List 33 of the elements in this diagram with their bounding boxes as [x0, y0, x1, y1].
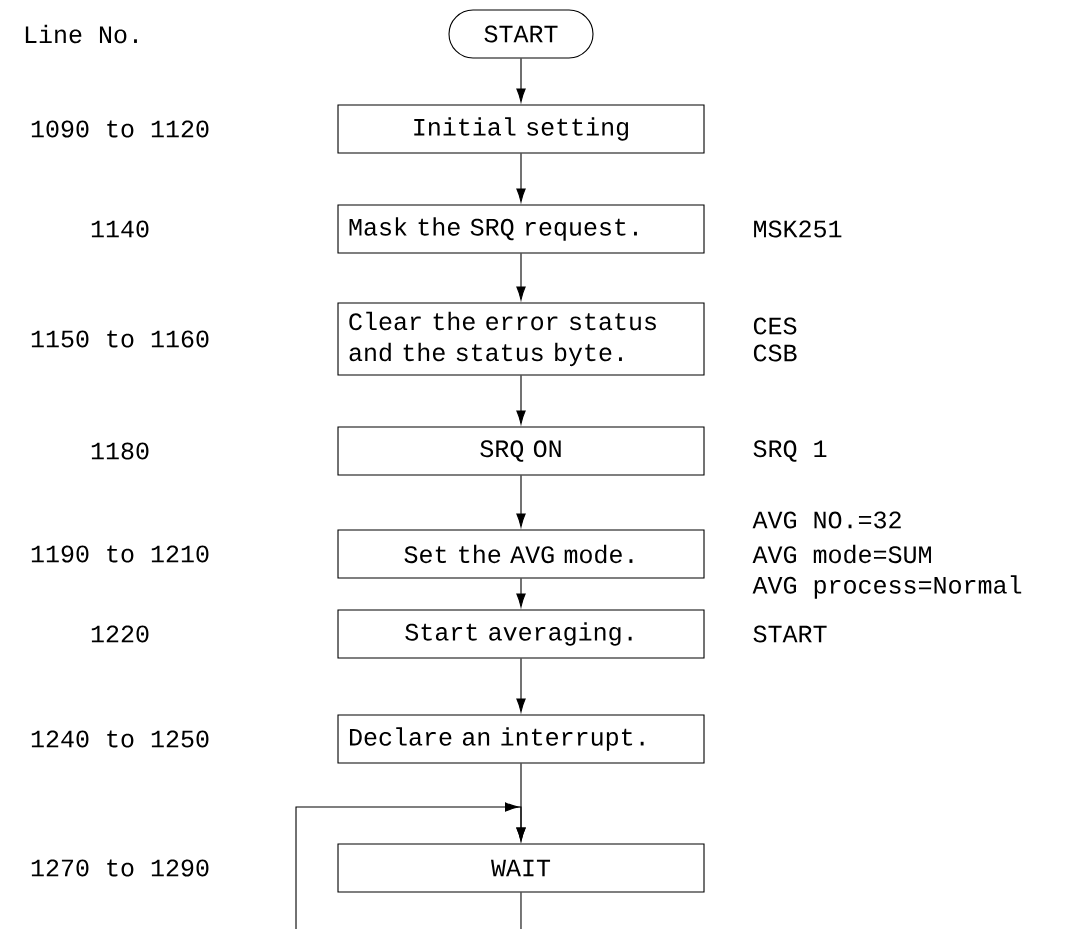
command-text: START [753, 625, 827, 643]
line-number: 1240 to 1250 [31, 730, 209, 748]
arrow [516, 58, 526, 103]
arrow [516, 475, 526, 528]
arrow [516, 253, 526, 301]
arrow [516, 375, 526, 425]
line-number: 1180 [91, 442, 149, 460]
line-number: 1150 to 1160 [31, 330, 209, 348]
process-box: Declare an interrupt. [337, 714, 705, 764]
command-text: AVG process=Normal [752, 575, 1022, 599]
line-number: 1220 [91, 625, 149, 643]
process-box: Initial setting [337, 104, 705, 154]
line-number: 1140 [91, 220, 149, 238]
process-box: Set the AVG mode. [337, 529, 705, 579]
process-box: Start averaging. [337, 609, 705, 659]
process-box: WAIT [337, 843, 705, 893]
command-text: MSK251 [754, 220, 842, 238]
command-text: AVG mode=SUM [752, 544, 931, 564]
arrow [516, 578, 526, 608]
line-number: Line No. [25, 24, 137, 44]
arrow [516, 658, 526, 713]
command-text: SRQ 1 [753, 440, 827, 462]
line-number: 1090 to 1120 [31, 120, 209, 138]
command-text: CES [753, 317, 797, 335]
line-number: 1190 to 1210 [31, 545, 209, 563]
process-box: Clear the error status and the status byte. [337, 302, 705, 376]
arrow [516, 153, 526, 203]
command-text: AVG NO.=32 [752, 511, 901, 529]
command-text: CSB [753, 344, 797, 362]
process-box: SRQ ON [337, 426, 705, 476]
line-number: 1270 to 1290 [31, 859, 209, 877]
arrow [295, 802, 526, 929]
process-box: Mask the SRQ request. [337, 204, 705, 254]
